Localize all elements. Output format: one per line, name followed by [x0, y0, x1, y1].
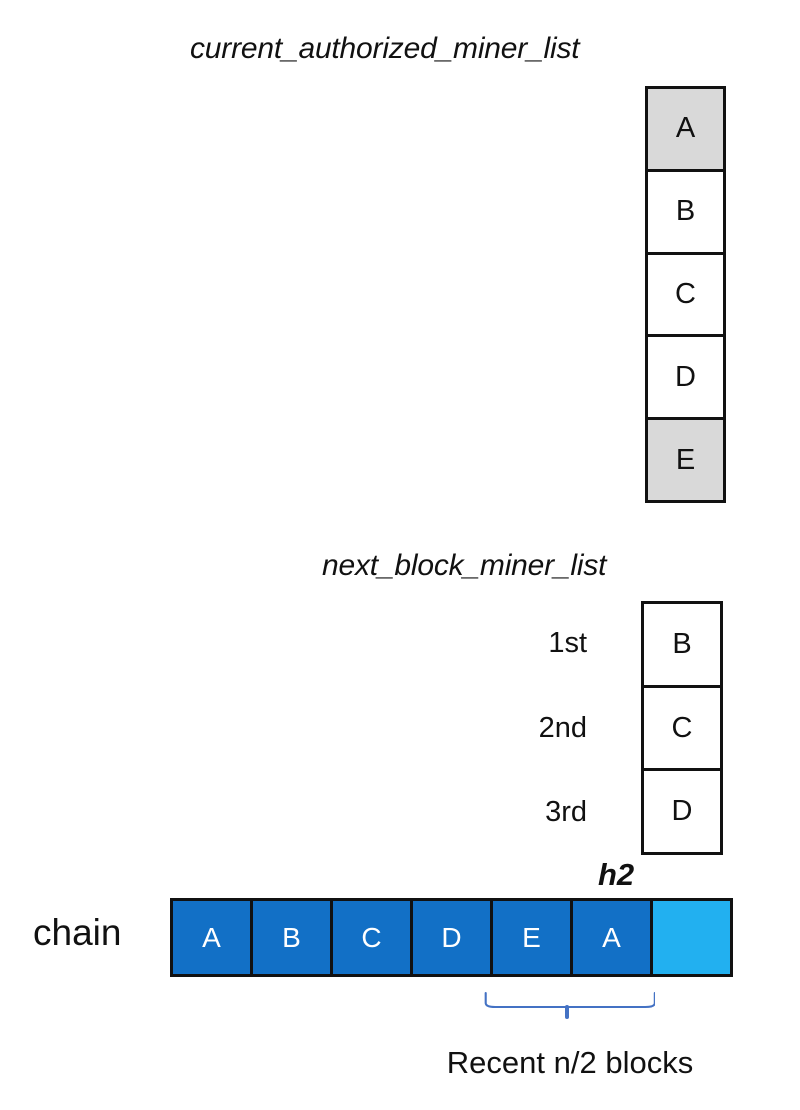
chain-row: A B C D E A [170, 898, 733, 977]
next-list-cell: B [644, 604, 720, 688]
next-list-ordinal-3rd: 3rd [545, 796, 587, 828]
current-list-cell: C [648, 254, 723, 338]
current-list-cell: D [648, 337, 723, 421]
chain-head-annotation: h2 [598, 857, 635, 892]
chain-block: A [173, 901, 253, 974]
current-authorized-miner-list: A B C D E [645, 86, 726, 503]
current-authorized-miner-list-title: current_authorized_miner_list [190, 32, 580, 65]
next-list-cell: D [644, 771, 720, 853]
current-list-cell: E [648, 420, 723, 500]
chain-block: B [253, 901, 333, 974]
recent-blocks-bracket [480, 990, 655, 1019]
next-list-ordinal-2nd: 2nd [538, 712, 587, 744]
chain-block: D [413, 901, 493, 974]
next-block-miner-list: B C D [641, 601, 723, 855]
chain-block: A [573, 901, 653, 974]
next-block-miner-list-title: next_block_miner_list [322, 549, 607, 582]
recent-blocks-caption: Recent n/2 blocks [446, 1045, 694, 1080]
current-list-cell: B [648, 171, 723, 255]
chain-block: E [493, 901, 573, 974]
current-list-cell: A [648, 89, 723, 172]
next-list-ordinal-1st: 1st [548, 627, 587, 659]
chain-label: chain [33, 912, 122, 953]
chain-block-pending [653, 901, 730, 974]
chain-block: C [333, 901, 413, 974]
next-list-cell: C [644, 687, 720, 772]
